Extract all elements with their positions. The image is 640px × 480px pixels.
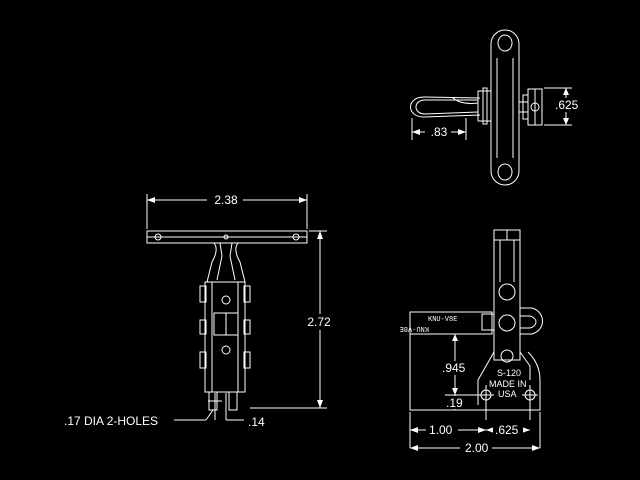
front-view: 2.38 2.72 .17 DIA 2-HOLES .14 [64, 193, 336, 429]
dim-side-base: .19 [446, 396, 463, 410]
top-handle-bar [490, 29, 520, 186]
dim-top-reach: .83 [431, 125, 448, 139]
dim-side-height: .945 [442, 361, 466, 375]
dim-side-spacing: .625 [495, 423, 519, 437]
dim-holes-note: .17 DIA 2-HOLES [64, 414, 158, 428]
side-view: KNU-V8E KNU-V8E S-120 MADE IN USA .945 [400, 229, 543, 455]
top-view: .83 .625 [410, 29, 581, 186]
plate-label-bottom: KNU-V8E [400, 324, 429, 332]
dim-front-height: 2.72 [307, 315, 331, 329]
model-label: S-120 [497, 368, 521, 378]
side-base-plate [409, 311, 493, 335]
plate-label-top: KNU-V8E [428, 316, 457, 324]
dim-side-overall: 2.00 [465, 441, 489, 455]
dim-side-left: 1.00 [429, 423, 453, 437]
top-handle-loop [410, 96, 481, 118]
dim-front-offset: .14 [248, 415, 265, 429]
made-in-label: MADE IN [489, 379, 527, 389]
dim-top-rise: .625 [555, 98, 579, 112]
dim-front-width: 2.38 [214, 193, 238, 207]
front-handle-body [204, 281, 246, 393]
made-in-country: USA [498, 389, 517, 399]
side-handle [493, 229, 521, 361]
mount-hole-right [292, 233, 300, 241]
mount-hole-left [154, 233, 162, 241]
